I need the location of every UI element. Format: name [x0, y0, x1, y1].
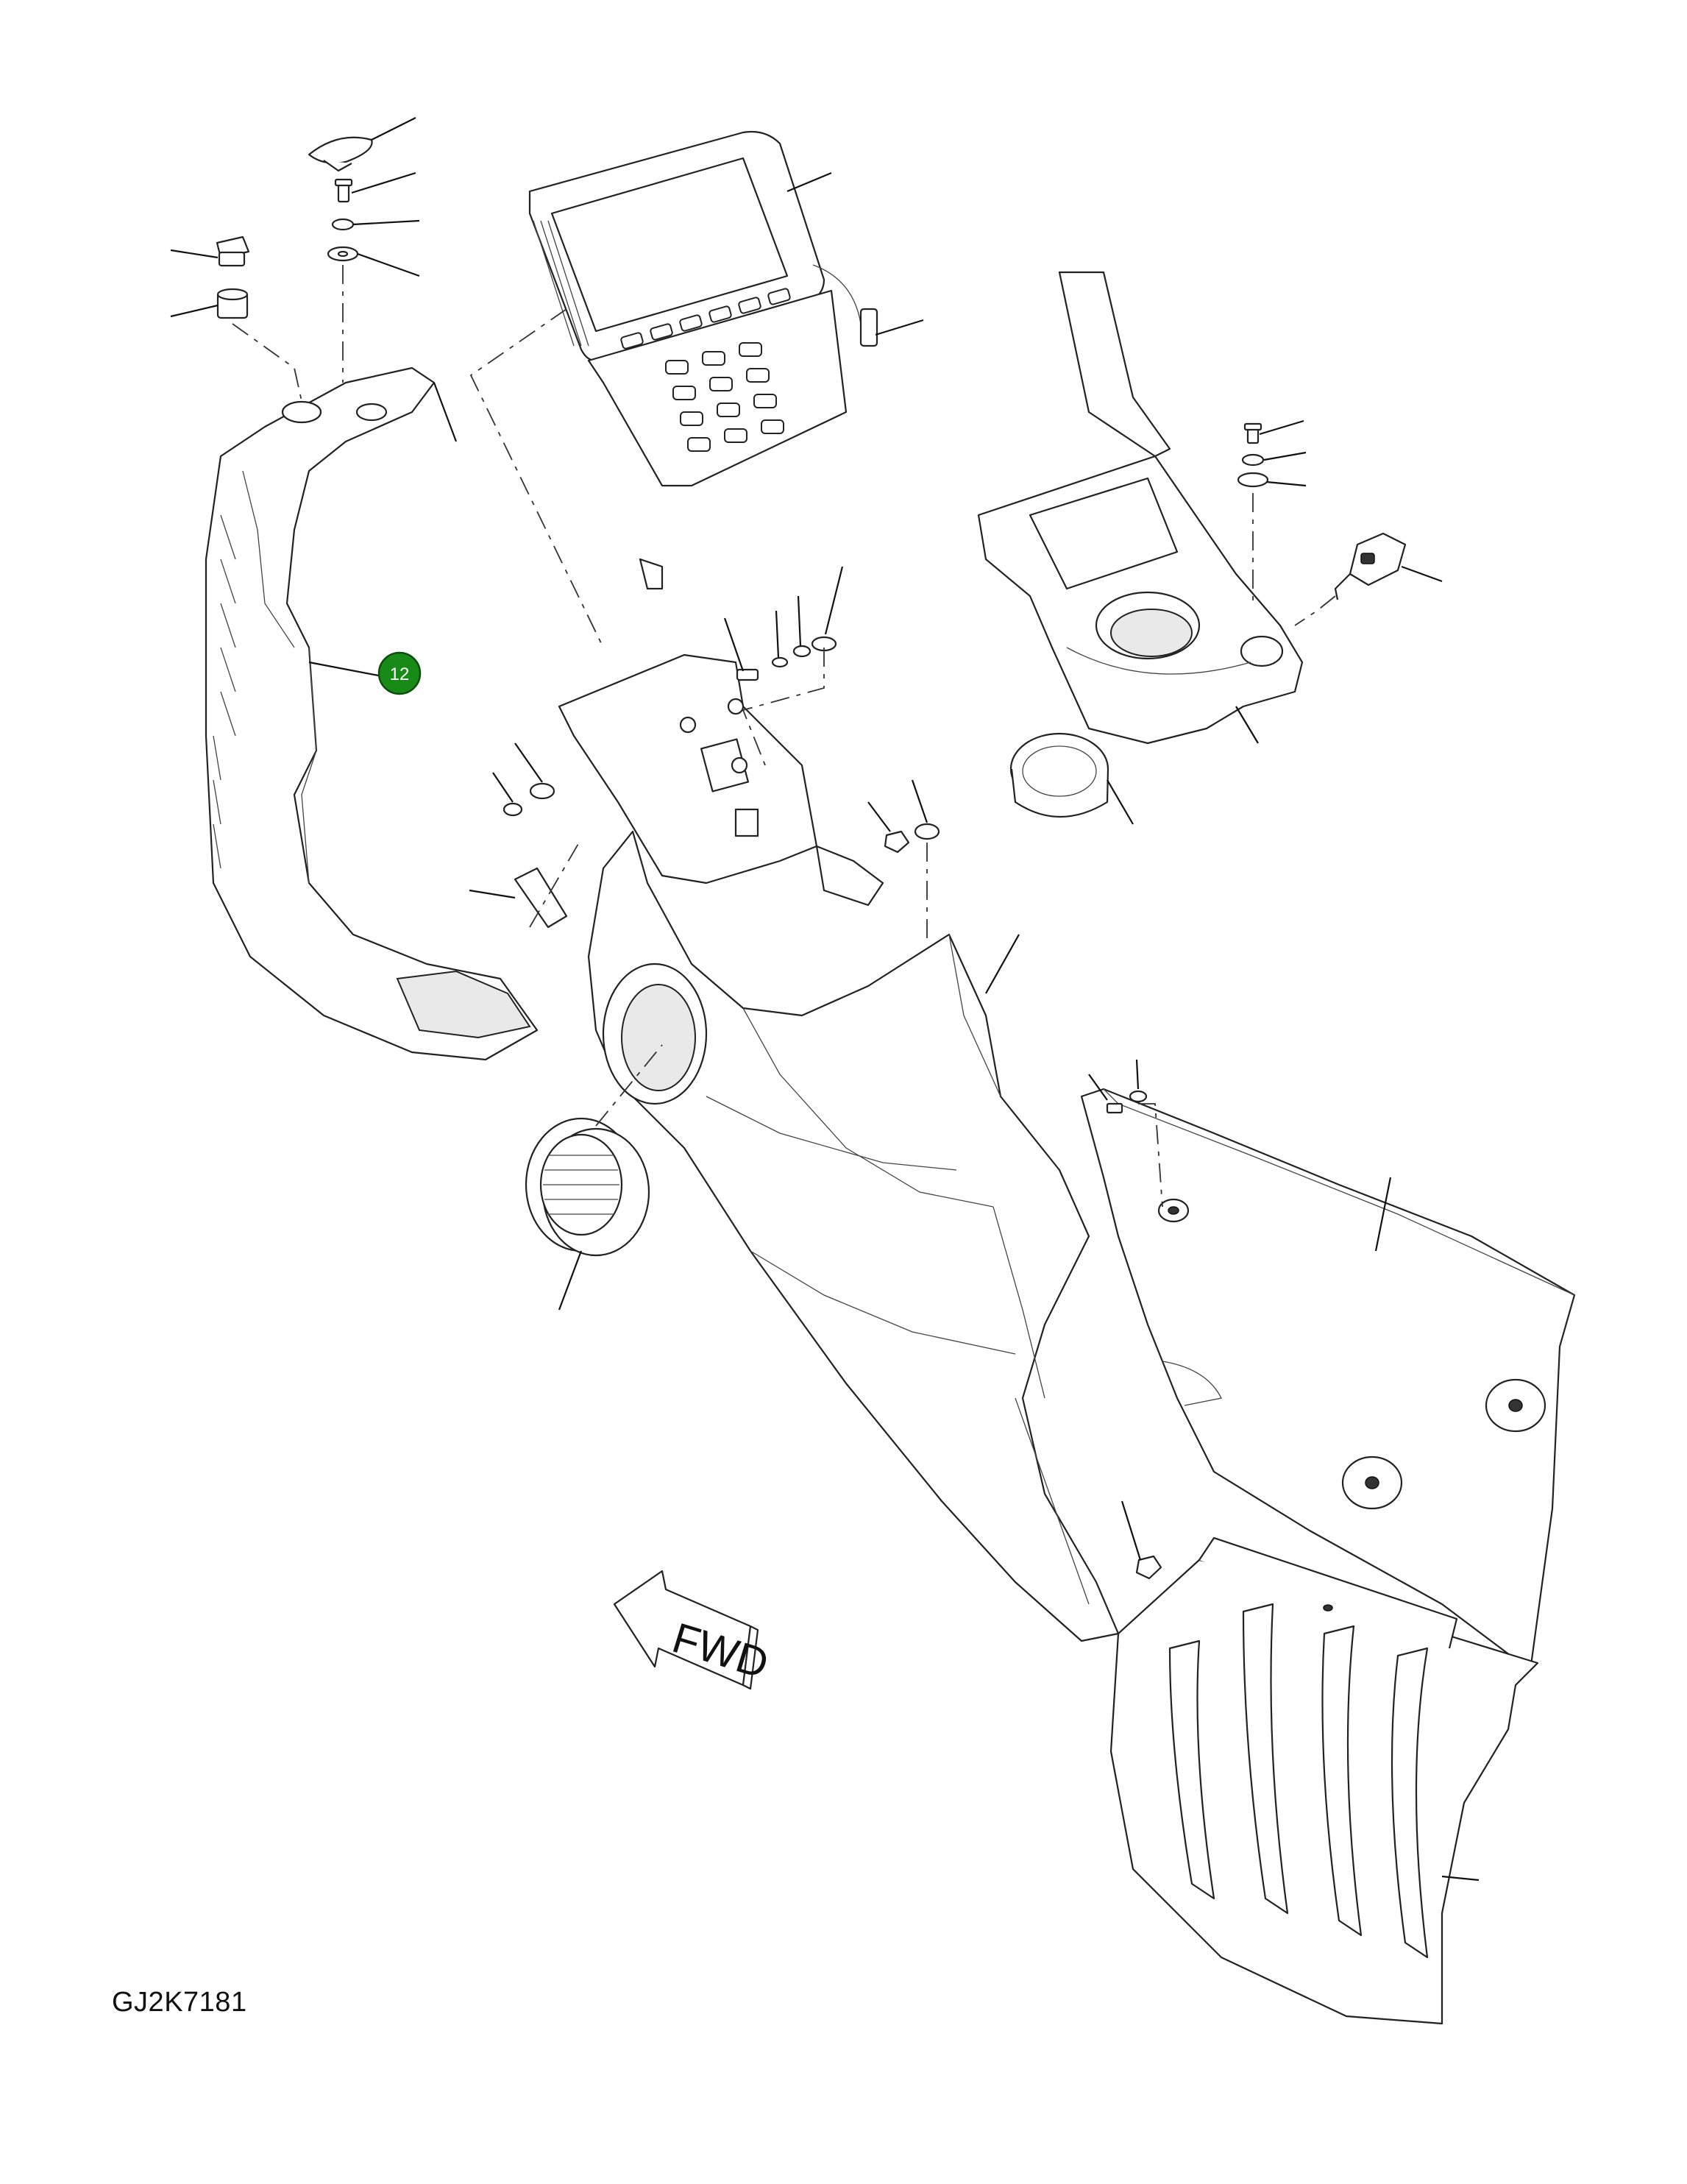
- switch: [1334, 532, 1407, 600]
- cup-holder-insert: [1009, 732, 1109, 818]
- main-lower-console: [587, 830, 1120, 1642]
- callout-badge-12[interactable]: 12: [377, 651, 422, 695]
- bushing: [216, 288, 249, 319]
- assembly-lines: [232, 265, 1336, 1208]
- center-bracket-hardware: [502, 636, 940, 854]
- right-side-panel: [1080, 1088, 1576, 1672]
- flat-washer: [327, 246, 359, 262]
- upper-right-hardware: [1237, 422, 1269, 488]
- knob-cap: [308, 136, 373, 172]
- upper-right-console: [977, 271, 1304, 745]
- mounting-bracket: [558, 558, 884, 907]
- forward-direction-arrow: FWD: [613, 1570, 774, 1690]
- drawing-code: GJ2K7181: [112, 1987, 247, 2018]
- screw: [334, 178, 353, 203]
- display-monitor: [528, 130, 878, 487]
- callout-badge-circle[interactable]: [377, 651, 422, 695]
- plug-cap: [216, 235, 250, 267]
- leader-lines: [170, 117, 1480, 1882]
- speaker-grille: [525, 1117, 650, 1257]
- lower-right-ribbed-cover: [1109, 1536, 1539, 2025]
- callout-badge-label[interactable]: 12: [390, 664, 410, 684]
- right-panel-hardware: [1106, 1090, 1162, 1580]
- left-side-cover-panel: [205, 366, 539, 1061]
- label-decal: [514, 867, 568, 929]
- lock-washer: [331, 218, 355, 231]
